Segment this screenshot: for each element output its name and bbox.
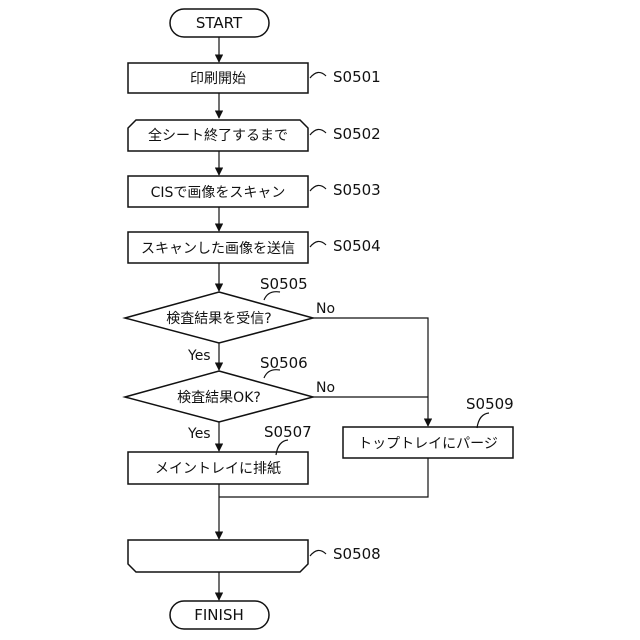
- arrow-decision1-no: [313, 318, 428, 426]
- leader-s0508: [310, 550, 326, 556]
- step-s0507: S0507: [264, 423, 312, 441]
- step-s0509: S0509: [466, 395, 514, 413]
- loop-start-label: 全シート終了するまで: [148, 127, 288, 144]
- step-s0503: S0503: [333, 181, 381, 199]
- leader-s0509: [477, 413, 489, 428]
- step-s0502: S0502: [333, 125, 381, 143]
- start-label: START: [196, 14, 243, 32]
- branch-yes-1: Yes: [187, 348, 211, 364]
- branch-yes-2: Yes: [187, 426, 211, 442]
- finish-label: FINISH: [194, 606, 244, 624]
- decision-ok-label: 検査結果OK?: [177, 390, 261, 406]
- branch-no-1: No: [316, 301, 335, 317]
- step-s0505: S0505: [260, 275, 308, 293]
- discharge-main-label: メイントレイに排紙: [155, 461, 281, 477]
- decision-received-label: 検査結果を受信?: [166, 311, 271, 327]
- leader-s0502: [310, 129, 326, 135]
- loop-end-box: [128, 540, 308, 572]
- branch-no-2: No: [316, 380, 335, 396]
- purge-top-label: トップトレイにパージ: [358, 436, 498, 452]
- step-s0504: S0504: [333, 237, 381, 255]
- scan-label: CISで画像をスキャン: [151, 185, 286, 201]
- step-s0501: S0501: [333, 68, 381, 86]
- leader-s0501: [310, 72, 326, 78]
- step-s0506: S0506: [260, 354, 308, 372]
- send-label: スキャンした画像を送信: [141, 241, 295, 257]
- print-start-label: 印刷開始: [190, 71, 246, 87]
- leader-s0503: [310, 185, 326, 191]
- step-s0508: S0508: [333, 545, 381, 563]
- leader-s0504: [310, 241, 326, 247]
